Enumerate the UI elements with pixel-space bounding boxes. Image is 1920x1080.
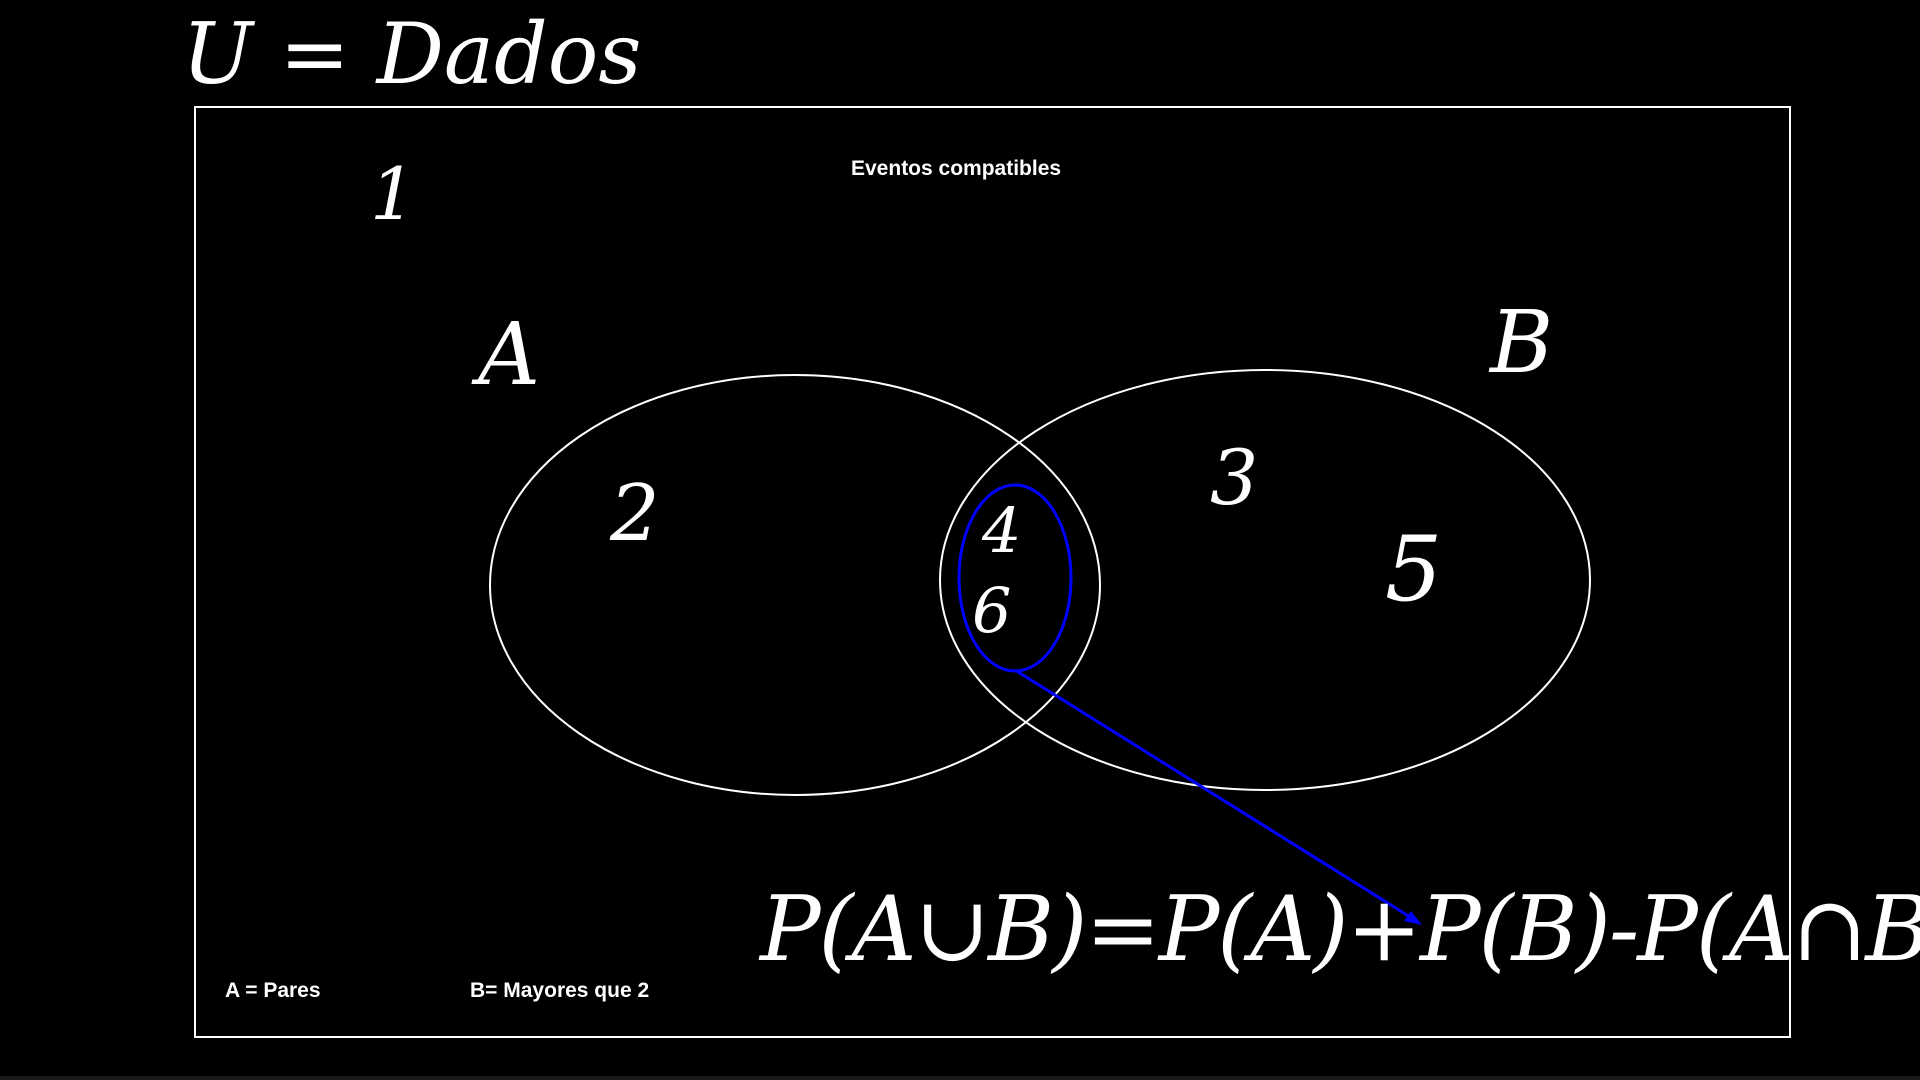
set-b-member: 5 bbox=[1385, 517, 1443, 622]
universe-frame bbox=[194, 106, 1791, 1038]
set-b-ellipse bbox=[939, 369, 1591, 791]
formula-minus: - bbox=[1608, 877, 1639, 982]
formula-union-term: P(A∪B) bbox=[760, 877, 1087, 982]
formula-b-term: P(B) bbox=[1419, 877, 1611, 982]
set-b-label: B bbox=[1490, 293, 1554, 393]
intersection-member: 4 bbox=[982, 494, 1022, 567]
set-b-member: 3 bbox=[1210, 433, 1259, 522]
set-a-member: 2 bbox=[610, 469, 660, 559]
set-a-ellipse bbox=[489, 374, 1101, 796]
outside-element: 1 bbox=[370, 152, 416, 236]
intersection-member: 6 bbox=[972, 574, 1012, 647]
set-a-label: A bbox=[478, 305, 541, 405]
bottom-border bbox=[0, 1076, 1920, 1080]
formula-intersection-term: P(A∩B) bbox=[1637, 877, 1920, 982]
intersection-arrow-head bbox=[1404, 911, 1422, 925]
probability-formula: P(A∪B)=P(A)+P(B)-P(A∩B) bbox=[760, 885, 1920, 975]
formula-a-term: P(A) bbox=[1158, 877, 1349, 982]
formula-equals: = bbox=[1085, 877, 1160, 982]
universe-heading: U = Dados bbox=[182, 5, 642, 103]
set-b-legend: B= Mayores que 2 bbox=[470, 979, 650, 1002]
diagram-title: Eventos compatibles bbox=[851, 157, 1062, 180]
intersection-arrow-line bbox=[1014, 668, 1419, 924]
formula-plus: + bbox=[1346, 877, 1422, 982]
set-a-legend: A = Pares bbox=[225, 979, 321, 1002]
